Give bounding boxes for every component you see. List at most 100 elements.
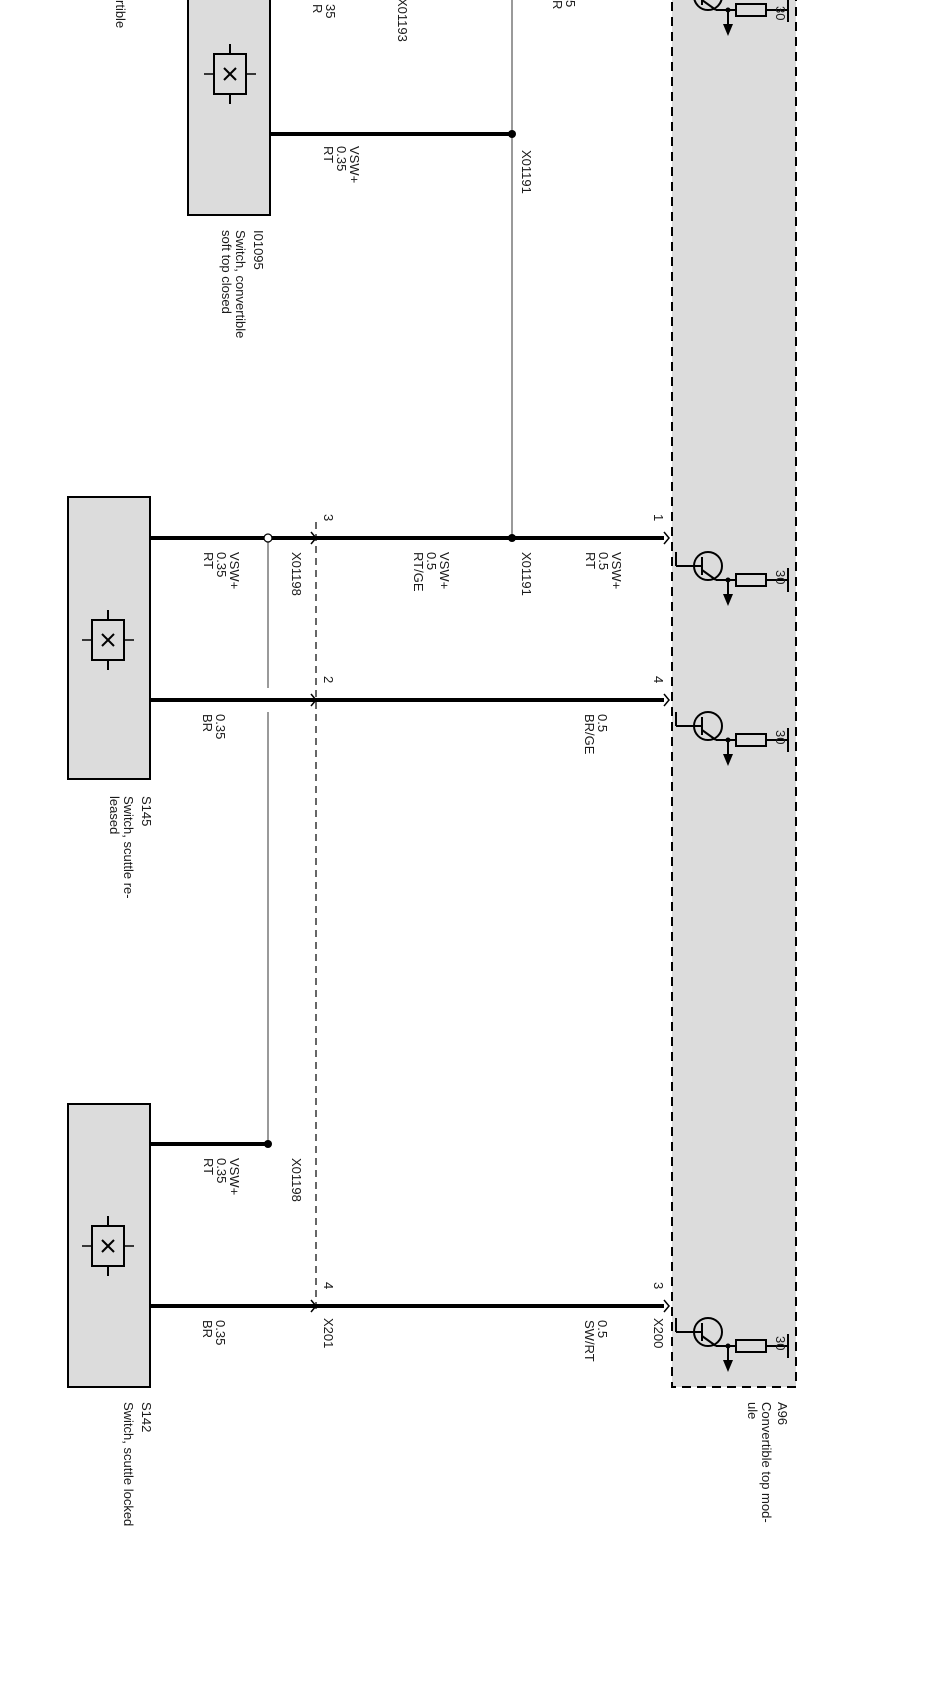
svg-text:30: 30 [773, 730, 788, 744]
pin-label-switch-4: 4 [321, 1282, 336, 1289]
svg-text:0.35: 0.35 [214, 1158, 229, 1183]
svg-text:3: 3 [321, 514, 336, 521]
pin-label-switch-3: 3 [321, 514, 336, 521]
svg-text:0.5: 0.5 [595, 714, 610, 732]
wire-label-mid-rtge: VSW+ 0.5 RT/GE [411, 552, 452, 592]
svg-text:VSW+: VSW+ [437, 552, 452, 589]
module-name-label: Convertible top mod- [759, 1402, 774, 1523]
svg-text:I01095: I01095 [251, 230, 266, 270]
connector-chevron [663, 693, 670, 707]
svg-text:0.5: 0.5 [596, 552, 611, 570]
svg-text:4: 4 [321, 1282, 336, 1289]
svg-text:leased: leased [107, 796, 122, 834]
splice-dot [264, 1140, 272, 1148]
svg-text:RT: RT [201, 1158, 216, 1175]
svg-text:0.35: 0.35 [214, 552, 229, 577]
svg-text:ule: ule [745, 1402, 760, 1419]
wire-label-mid-rt: VSW+ 0.35 RT [201, 552, 242, 589]
svg-text:VSW+: VSW+ [609, 552, 624, 589]
wire-label-bot-rt: VSW+ 0.35 RT [201, 1158, 242, 1195]
switch-i01095-name: Switch, convertible [233, 230, 248, 338]
svg-text:Switch, convertible: Switch, convertible [233, 230, 248, 338]
svg-text:RT: RT [201, 552, 216, 569]
connector-chevron [663, 531, 670, 545]
svg-text:3: 3 [651, 1282, 666, 1289]
connector-label-x201: X201 [321, 1318, 336, 1348]
svg-text:SW/RT: SW/RT [582, 1320, 597, 1362]
svg-text:2: 2 [321, 676, 336, 683]
connector-chevron [310, 1299, 317, 1313]
svg-text:0.5: 0.5 [424, 552, 439, 570]
pin-label-switch-2: 2 [321, 676, 336, 683]
svg-text:30: 30 [773, 570, 788, 584]
svg-text:Switch, scuttle locked: Switch, scuttle locked [121, 1402, 136, 1526]
wire-label-top-partial: 5 R [550, 0, 578, 9]
svg-text:X01191: X01191 [519, 552, 534, 596]
splice-label-x01191-top: X01191 [519, 150, 534, 194]
svg-text:BR: BR [200, 714, 215, 732]
svg-text:S145: S145 [139, 796, 154, 826]
svg-text:30: 30 [773, 1336, 788, 1350]
svg-text:30: 30 [773, 6, 788, 20]
svg-text:X01193: X01193 [395, 0, 410, 42]
splice-dot [508, 130, 516, 138]
svg-text:0.35: 0.35 [334, 146, 349, 171]
connector-label-x200: X200 [651, 1318, 666, 1348]
switch-i01095-box [187, 0, 271, 216]
svg-text:X01198: X01198 [289, 552, 304, 596]
svg-text:4: 4 [651, 676, 666, 683]
wire-label-bot-swrt: 0.5 SW/RT [582, 1320, 610, 1362]
svg-text:X01198: X01198 [289, 1158, 304, 1202]
wire-label-top-partial-left: 35 R [310, 4, 338, 18]
label-supply-1: 30 [773, 570, 788, 584]
svg-text:VSW+: VSW+ [227, 552, 242, 589]
svg-text:RT/GE: RT/GE [411, 552, 426, 592]
module-name-label-2: ule [745, 1402, 760, 1419]
label-supply-3: 30 [773, 1336, 788, 1350]
svg-text:0.5: 0.5 [595, 1320, 610, 1338]
connector-chevron [310, 693, 317, 707]
wire-label-mid-brge: 0.5 BR/GE [582, 714, 610, 755]
svg-text:rtible: rtible [113, 0, 128, 28]
connector-chevron [663, 1299, 670, 1313]
splice-label-x01198-bot: X01198 [289, 1158, 304, 1202]
svg-text:VSW+: VSW+ [347, 146, 362, 183]
svg-text:Convertible top mod-: Convertible top mod- [759, 1402, 774, 1523]
switch-s145-name-2: leased [107, 796, 122, 834]
splice-dot [508, 534, 516, 542]
module-id-label: A96 [775, 1402, 790, 1425]
svg-text:R: R [550, 0, 565, 9]
svg-text:35: 35 [323, 4, 338, 18]
svg-text:RT: RT [583, 552, 598, 569]
svg-text:S142: S142 [139, 1402, 154, 1432]
connector-chevron [310, 531, 317, 545]
svg-text:X200: X200 [651, 1318, 666, 1348]
switch-s145-name: Switch, scuttle re- [121, 796, 136, 899]
svg-text:soft top closed: soft top closed [219, 230, 234, 314]
wire-label-mid-br: 0.35 BR [200, 714, 228, 739]
switch-i01095-name-2: soft top closed [219, 230, 234, 314]
splice-label-x01191-mid: X01191 [519, 552, 534, 596]
switch-s145-id: S145 [139, 796, 154, 826]
switch-s142-name: Switch, scuttle locked [121, 1402, 136, 1526]
switch-s142-id: S142 [139, 1402, 154, 1432]
splice-label-x01193: X01193 [395, 0, 410, 42]
wire-label-mid-module-1: VSW+ 0.5 RT [583, 552, 624, 589]
svg-text:5: 5 [563, 0, 578, 7]
wire-label-top-rt: VSW+ 0.35 RT [321, 146, 362, 183]
svg-text:VSW+: VSW+ [227, 1158, 242, 1195]
splice-label-x01198-mid: X01198 [289, 552, 304, 596]
svg-text:X201: X201 [321, 1318, 336, 1348]
svg-text:X01191: X01191 [519, 150, 534, 194]
module-a96-box [671, 0, 797, 1388]
switch-partial-label: rtible [113, 0, 128, 28]
svg-text:0.35: 0.35 [213, 1320, 228, 1345]
splice-dot [263, 533, 273, 543]
svg-text:BR: BR [200, 1320, 215, 1338]
svg-text:R: R [310, 4, 325, 13]
pin-label-module-1: 1 [651, 514, 666, 521]
svg-text:BR/GE: BR/GE [582, 714, 597, 755]
svg-text:Switch, scuttle re-: Switch, scuttle re- [121, 796, 136, 899]
svg-text:1: 1 [651, 514, 666, 521]
wire-label-bot-br: 0.35 BR [200, 1320, 228, 1345]
